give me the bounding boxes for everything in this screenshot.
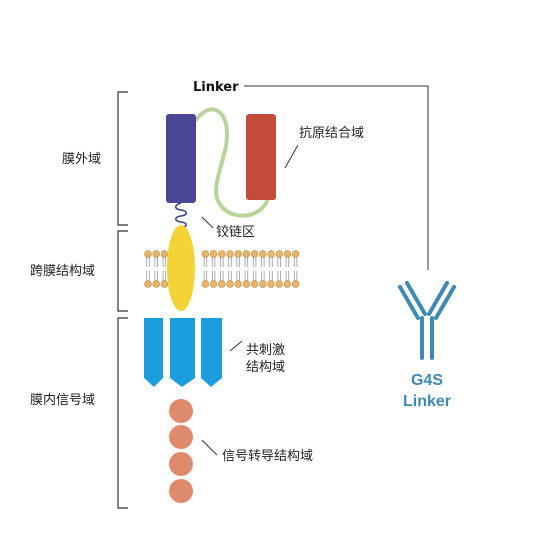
lipid-head bbox=[291, 280, 300, 288]
lipid-head bbox=[201, 280, 210, 288]
signal-transduction-domain bbox=[169, 399, 193, 503]
costim-block bbox=[201, 318, 222, 387]
bracket-transmembrane bbox=[117, 230, 128, 312]
label-g4s-linker: Linker bbox=[403, 393, 451, 410]
hinge-coil bbox=[174, 202, 188, 229]
label-leaders bbox=[201, 85, 429, 456]
label-extracellular-domain: 膜外域 bbox=[62, 152, 101, 167]
label-hinge: 铰链区 bbox=[216, 225, 255, 240]
antibody-icon bbox=[398, 281, 456, 360]
bracket-extracellular bbox=[117, 91, 128, 226]
lipid-head bbox=[144, 250, 152, 258]
leader-costim bbox=[229, 340, 243, 352]
label-signal-transduction-domain: 信号转导结构域 bbox=[222, 449, 313, 464]
lipid-head bbox=[259, 250, 267, 258]
vh-block bbox=[166, 114, 196, 203]
lipid-head bbox=[201, 250, 210, 258]
lipid-head bbox=[259, 280, 267, 288]
costim-domain bbox=[144, 318, 222, 387]
transmembrane-domain bbox=[167, 225, 195, 311]
label-costim-line1: 共刺激 bbox=[246, 343, 285, 358]
costim-block bbox=[144, 318, 163, 387]
lipid-head bbox=[283, 280, 292, 288]
region-brackets bbox=[117, 91, 128, 509]
lipid-head bbox=[209, 280, 218, 288]
lipid-head bbox=[267, 250, 275, 258]
leader-hinge bbox=[201, 216, 214, 229]
leader-signal bbox=[201, 439, 218, 456]
vl-block bbox=[246, 114, 276, 200]
lipid-head bbox=[242, 250, 251, 258]
label-linker: Linker bbox=[193, 80, 239, 95]
lipid-bilayer bbox=[144, 250, 300, 288]
lipid-head bbox=[242, 280, 251, 288]
label-intracellular-domain: 膜内信号域 bbox=[30, 392, 95, 408]
lipid-head bbox=[291, 250, 300, 258]
signal-circle bbox=[169, 479, 193, 503]
lipid-head bbox=[226, 250, 234, 258]
label-costim-line2: 结构域 bbox=[246, 360, 285, 375]
lipid-head bbox=[226, 280, 234, 288]
signal-circle bbox=[169, 452, 193, 476]
lipid-head bbox=[160, 250, 169, 258]
lipid-head bbox=[267, 280, 275, 288]
label-transmembrane-domain: 跨膜结构域 bbox=[30, 264, 95, 279]
bracket-intracellular bbox=[117, 317, 128, 509]
lipid-head bbox=[209, 250, 218, 258]
signal-circle bbox=[169, 399, 193, 423]
label-antigen-binding-domain: 抗原结合域 bbox=[299, 126, 364, 141]
lipid-head bbox=[283, 250, 292, 258]
label-g4s: G4S bbox=[411, 372, 443, 389]
lipid-head bbox=[144, 280, 152, 288]
lipid-head bbox=[218, 250, 226, 258]
lipid-head bbox=[152, 280, 160, 288]
lipid-head bbox=[152, 250, 160, 258]
linker-curve bbox=[194, 107, 270, 218]
leader-antigen-binding bbox=[284, 144, 299, 169]
signal-circle bbox=[169, 425, 193, 449]
lipid-head bbox=[275, 280, 283, 288]
lipid-head bbox=[218, 280, 226, 288]
lipid-head bbox=[234, 250, 242, 258]
lipid-head bbox=[250, 280, 259, 288]
g4s-connector-line bbox=[244, 85, 429, 270]
lipid-head bbox=[234, 280, 242, 288]
lipid-head bbox=[160, 280, 169, 288]
lipid-head bbox=[250, 250, 259, 258]
costim-block bbox=[170, 318, 195, 387]
lipid-head bbox=[275, 250, 283, 258]
